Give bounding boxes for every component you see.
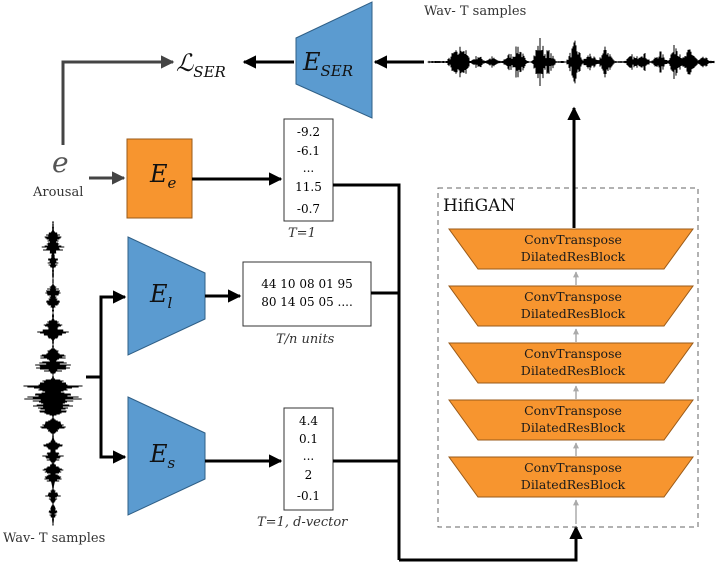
hifigan-container bbox=[437, 187, 699, 528]
emotion-vector-box bbox=[283, 118, 334, 222]
lexical-encoder-label: El bbox=[149, 280, 173, 312]
units-caption: T/n units bbox=[276, 332, 335, 347]
units-row-2: 80 14 05 05 .... bbox=[261, 295, 353, 309]
ser-encoder-label: ESER bbox=[302, 48, 353, 80]
hifigan-block-3-line1: ConvTranspose bbox=[524, 346, 622, 361]
emotion-value-3: ... bbox=[303, 161, 314, 175]
top-waveform-label: Wav- T samples bbox=[424, 4, 526, 19]
hifigan-block-2-line2: DilatedResBlock bbox=[521, 306, 626, 321]
hifigan-blocks: ConvTransposeDilatedResBlockConvTranspos… bbox=[448, 228, 694, 524]
speaker-vector-values: 4.4 0.1 ... 2 -0.1 bbox=[297, 414, 320, 503]
speaker-vector-caption: T=1, d-vector bbox=[257, 515, 348, 530]
hifigan-block-4-line1: ConvTranspose bbox=[524, 403, 622, 418]
hifigan-block-shape bbox=[448, 399, 694, 441]
emotion-value-2: -6.1 bbox=[297, 144, 320, 158]
input-waveform-trace bbox=[23, 221, 83, 526]
speaker-value-3: ... bbox=[303, 449, 314, 463]
speaker-value-1: 4.4 bbox=[299, 414, 318, 428]
emotion-value-4: 11.5 bbox=[295, 180, 322, 194]
arousal-label: Arousal bbox=[32, 185, 83, 200]
speaker-encoder-trapezoid bbox=[127, 396, 206, 516]
hifigan-block-shape bbox=[448, 456, 694, 498]
arrow-wave-to-el bbox=[99, 290, 127, 377]
hifigan-block-1-line1: ConvTranspose bbox=[524, 232, 622, 247]
hifigan-block-1-line2: DilatedResBlock bbox=[521, 249, 626, 264]
hifigan-block-shape bbox=[448, 228, 694, 270]
emotion-vector-caption: T=1 bbox=[288, 226, 316, 241]
bottom-waveform-label: Wav- T samples bbox=[3, 531, 105, 546]
emotion-vector-values: -9.2 -6.1 ... 11.5 -0.7 bbox=[295, 125, 322, 216]
speaker-encoder-label: Es bbox=[149, 440, 176, 472]
speaker-vector-box bbox=[283, 407, 334, 511]
lexical-encoder-trapezoid bbox=[127, 236, 206, 356]
hifigan-block-2-line1: ConvTranspose bbox=[524, 289, 622, 304]
speaker-value-2: 0.1 bbox=[299, 432, 318, 446]
top-waveform-label-text: Wav- T samples bbox=[424, 4, 526, 19]
emotion-symbol: e bbox=[52, 146, 69, 179]
hifigan-block-3-line2: DilatedResBlock bbox=[521, 363, 626, 378]
arrow-bus-to-hifigan bbox=[399, 525, 583, 562]
hifigan-block-shape bbox=[448, 285, 694, 327]
hifigan-block-5-line2: DilatedResBlock bbox=[521, 477, 626, 492]
speaker-value-4: 2 bbox=[305, 468, 313, 482]
emotion-value-5: -0.7 bbox=[297, 202, 320, 216]
bus-emotion bbox=[333, 183, 401, 560]
emotion-value-1: -9.2 bbox=[297, 125, 320, 139]
hifigan-block-5-line1: ConvTranspose bbox=[524, 460, 622, 475]
top-waveform-trace bbox=[427, 37, 715, 87]
units-row-1: 44 10 08 01 95 bbox=[261, 277, 353, 291]
arrow-emotion-to-loss bbox=[61, 55, 175, 145]
units-box bbox=[242, 261, 372, 327]
hifigan-block-4-line2: DilatedResBlock bbox=[521, 420, 626, 435]
ser-loss-label: ℒSER bbox=[176, 49, 226, 81]
hifigan-block-shape bbox=[448, 342, 694, 384]
arrow-wave-to-es bbox=[99, 377, 127, 464]
ser-encoder-trapezoid bbox=[295, 1, 373, 119]
speaker-value-5: -0.1 bbox=[297, 489, 320, 503]
hifigan-title: HifiGAN bbox=[443, 196, 515, 216]
top-waveform bbox=[427, 37, 715, 87]
emotion-encoder-label: Ee bbox=[149, 160, 177, 192]
input-waveform bbox=[23, 221, 83, 526]
